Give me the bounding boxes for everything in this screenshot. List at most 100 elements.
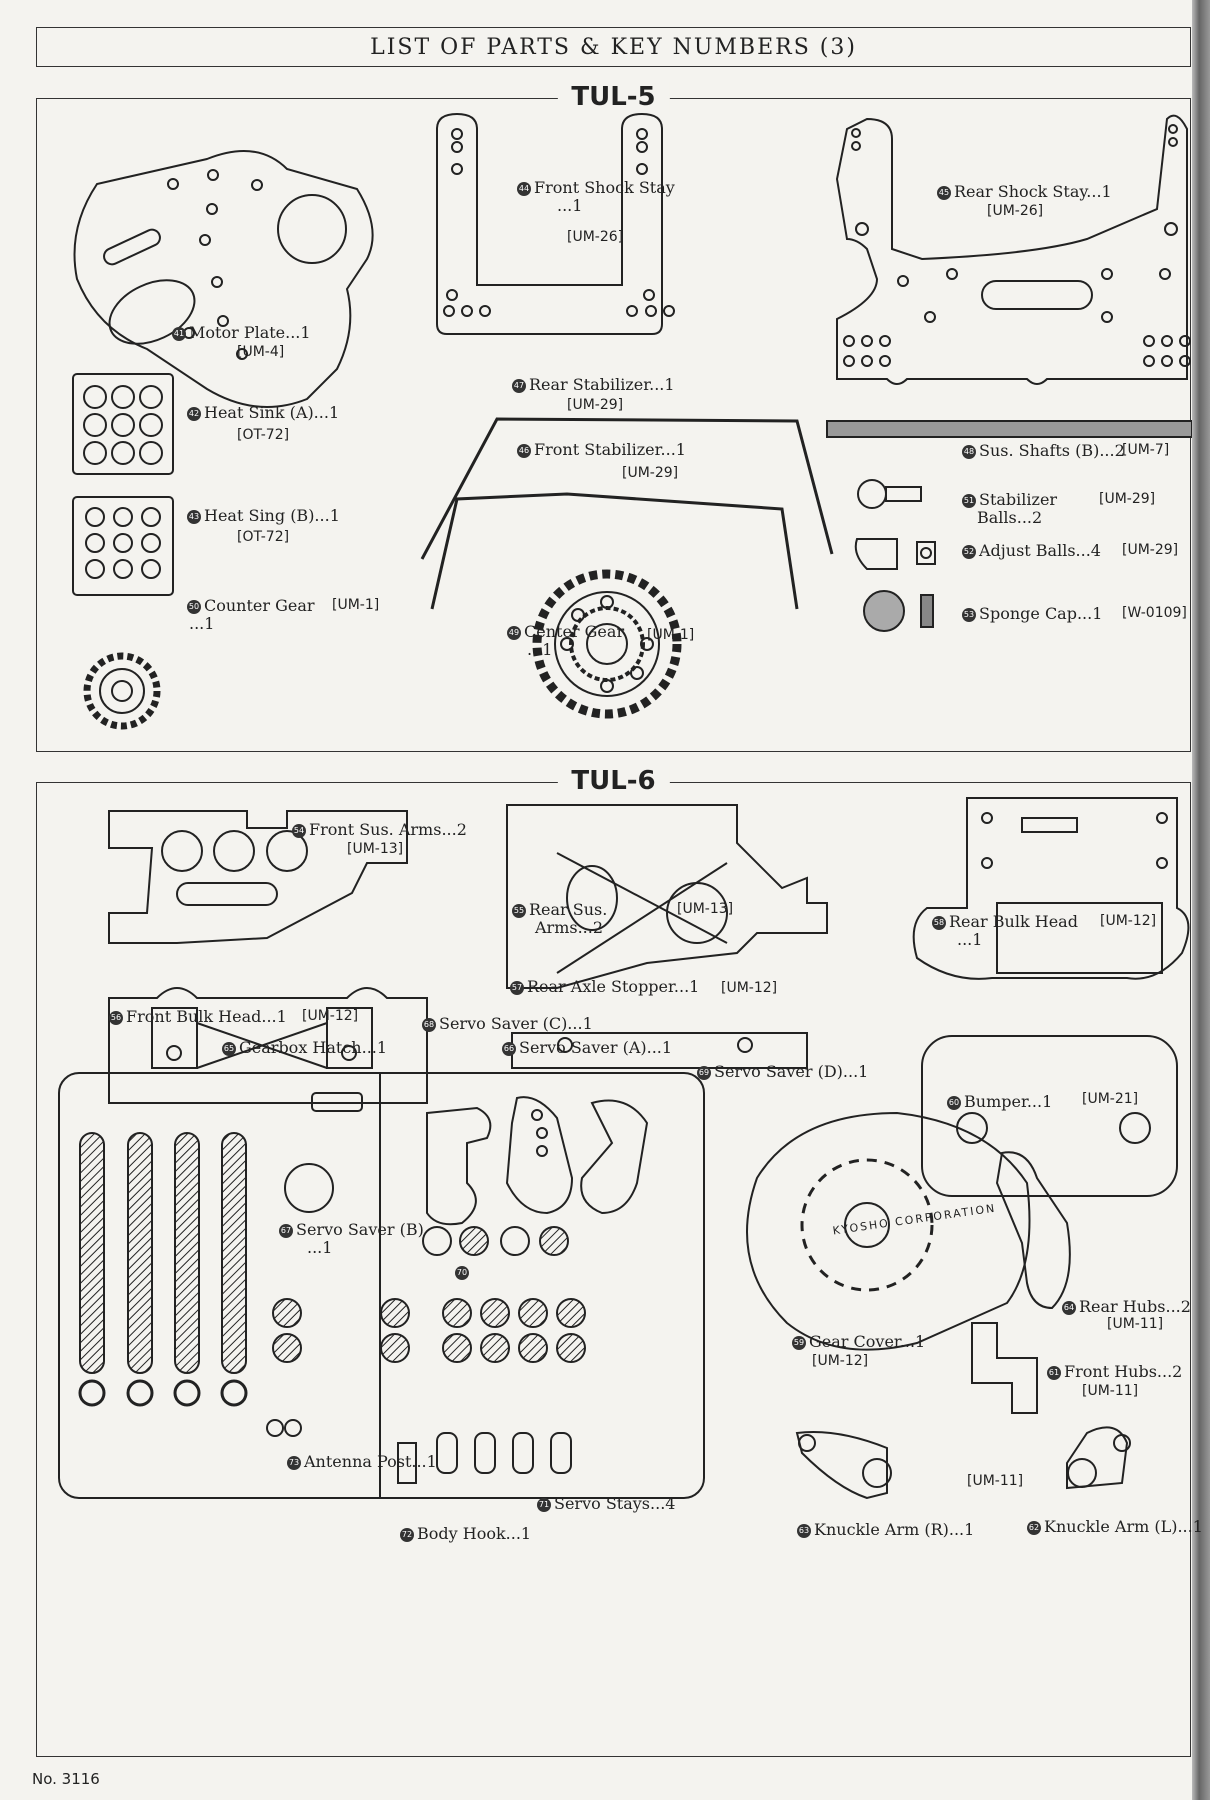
heat-sink-a-drawing — [72, 373, 174, 475]
antenna-post — [266, 1419, 284, 1437]
code-front-hubs: [UM-11] — [1082, 1383, 1139, 1399]
code-sus-shafts: [UM-7] — [1122, 442, 1170, 458]
label-part-70: 70 — [455, 1263, 472, 1281]
tul6-panel: TUL-6 — [36, 766, 1203, 1757]
qty-center-gear: ...1 — [527, 640, 553, 659]
tul6-label: TUL-6 — [557, 766, 670, 796]
page-title-text: LIST OF PARTS & KEY NUMBERS (3) — [370, 34, 857, 60]
qty-front-shock-stay: ...1 — [557, 196, 583, 215]
pillow-ball — [518, 1298, 548, 1328]
code-center-gear: [UM-1] — [647, 627, 695, 643]
servo-stay — [550, 1432, 572, 1474]
pillow-ball-plain — [422, 1226, 452, 1256]
servo-stay — [512, 1432, 534, 1474]
code-sponge-cap: [W-0109] — [1122, 605, 1187, 621]
rear-sus-arms-drawing — [506, 804, 828, 989]
code-front-stabilizer: [UM-29] — [622, 465, 679, 481]
front-sus-arms-drawing — [108, 810, 408, 944]
servo-saver-d-drawing — [580, 1099, 649, 1215]
pillow-ball — [556, 1333, 586, 1363]
code-rear-bulk-head: [UM-12] — [1100, 913, 1157, 929]
code-knuckle-arms: [UM-11] — [967, 1473, 1024, 1489]
motor-plate-drawing — [73, 150, 374, 408]
knuckle-arm-r-drawing — [795, 1431, 888, 1500]
document-number: No. 3116 — [32, 1770, 100, 1788]
code-front-sus-arms: [UM-13] — [347, 841, 404, 857]
rear-stabilizer-drawing — [420, 417, 834, 560]
qty-rear-sus-arms: Arms...2 — [535, 918, 604, 937]
servo-saver-a-drawing — [505, 1096, 574, 1215]
code-rear-stabilizer: [UM-29] — [567, 397, 624, 413]
adjust-ball-drawing — [854, 538, 898, 570]
pillow-ball — [442, 1298, 472, 1328]
antenna-post — [284, 1419, 302, 1437]
code-motor-plate: [UM-4] — [237, 344, 285, 360]
sprue-detail-drawings — [78, 1132, 586, 1484]
front-shock-stay-drawing — [436, 112, 663, 335]
rear-hubs-drawing — [995, 1151, 1071, 1310]
pillow-ball — [380, 1298, 410, 1328]
pillow-ball-plain — [500, 1226, 530, 1256]
code-rear-hubs: [UM-11] — [1107, 1316, 1164, 1332]
heat-sink-b-drawing — [72, 496, 174, 596]
front-bulk-head-drawing — [108, 987, 428, 1104]
pillow-ball — [442, 1333, 472, 1363]
tul5-panel: TUL-5 — [36, 82, 1192, 752]
pillow-ball — [459, 1226, 489, 1256]
rear-shock-stay-drawing — [835, 114, 1188, 385]
stabilizer-ball-drawing — [857, 479, 887, 509]
front-stabilizer-drawing — [430, 492, 799, 610]
pillow-ball — [480, 1298, 510, 1328]
sus-shafts-drawing — [826, 420, 1192, 438]
parts-sprue-drawing — [58, 1072, 705, 1499]
pillow-ball — [539, 1226, 569, 1256]
sponge-cap-drawing — [863, 590, 905, 632]
pillow-ring — [173, 1379, 201, 1407]
hatched-link — [221, 1132, 247, 1374]
code-front-bulk-head: [UM-12] — [302, 1008, 359, 1024]
body-hook — [397, 1442, 417, 1484]
code-heat-sink-b: [OT-72] — [237, 529, 290, 545]
pillow-ring — [78, 1379, 106, 1407]
servo-stay — [436, 1432, 458, 1474]
pillow-ring — [126, 1379, 154, 1407]
hatched-link — [79, 1132, 105, 1374]
qty-stabilizer-balls: Balls...2 — [977, 508, 1043, 527]
hatched-link — [127, 1132, 153, 1374]
pillow-ring — [220, 1379, 248, 1407]
pillow-ball — [556, 1298, 586, 1328]
rear-bulk-head-drawing — [912, 797, 1190, 980]
tul5-label: TUL-5 — [557, 82, 670, 112]
counter-gear-drawing — [83, 652, 161, 730]
front-hubs-drawing — [971, 1322, 1038, 1414]
servo-stay — [474, 1432, 496, 1474]
servo-saver-b-drawing — [284, 1163, 334, 1213]
